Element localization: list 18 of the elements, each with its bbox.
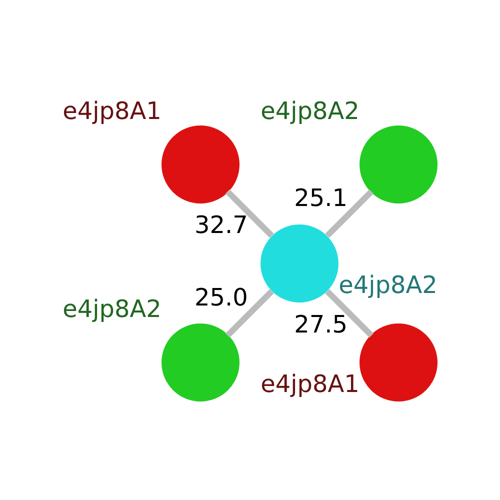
node-circle <box>162 126 240 204</box>
connector <box>225 189 274 238</box>
node-label: e4jp8A1 <box>62 97 162 126</box>
edge-label: 32.7 <box>194 210 248 239</box>
node-circle <box>260 224 338 302</box>
node-label: e4jp8A2 <box>62 295 162 324</box>
edge-label: 25.0 <box>194 284 248 312</box>
node-label: e4jp8A2 <box>338 271 438 300</box>
edge-label: 25.1 <box>294 184 348 212</box>
node-label: e4jp8A2 <box>260 97 360 126</box>
node-circle <box>162 324 240 402</box>
node-circle <box>360 324 438 402</box>
node-circle <box>360 126 438 204</box>
edge-label: 27.5 <box>294 310 348 339</box>
node-label: e4jp8A1 <box>260 370 360 398</box>
connector <box>225 289 274 338</box>
connector <box>325 289 374 338</box>
connector <box>325 189 374 238</box>
